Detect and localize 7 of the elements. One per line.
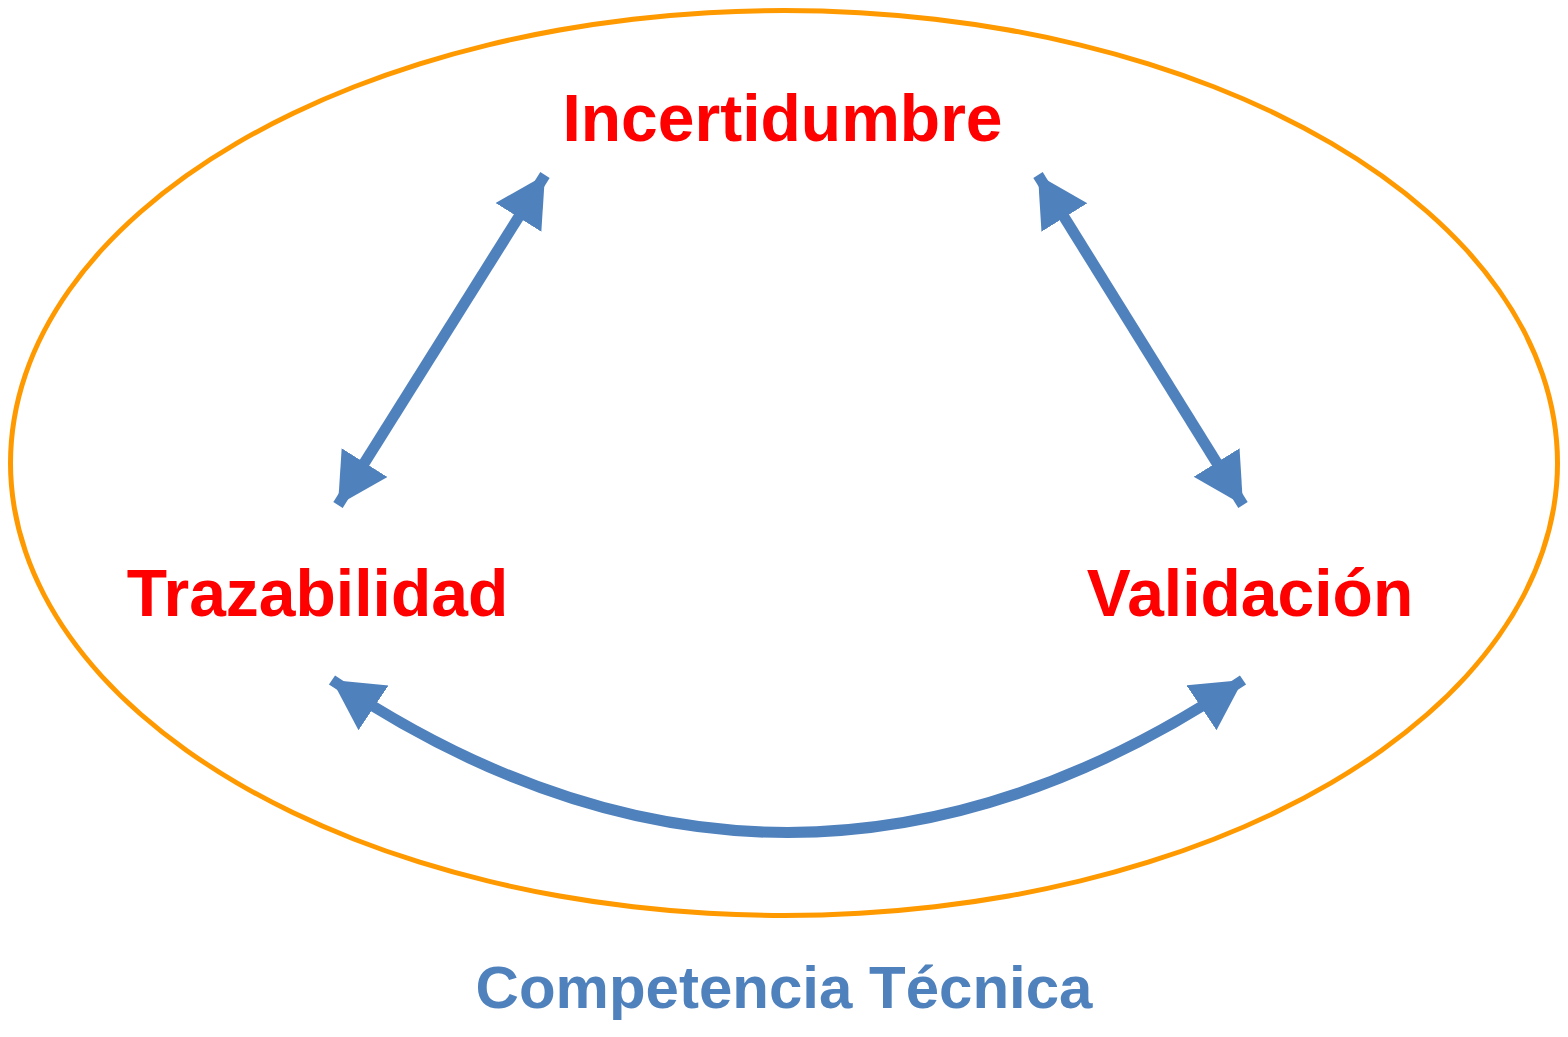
double-arrow — [333, 172, 550, 508]
group-label: Competencia Técnica — [474, 953, 1094, 1022]
double-arrow — [1033, 172, 1248, 508]
concept-label: Trazabilidad — [95, 505, 540, 680]
concept-label: Incertidumbre — [515, 60, 1050, 175]
double-arrow — [329, 675, 1246, 838]
concept-label: Validación — [1055, 505, 1445, 680]
